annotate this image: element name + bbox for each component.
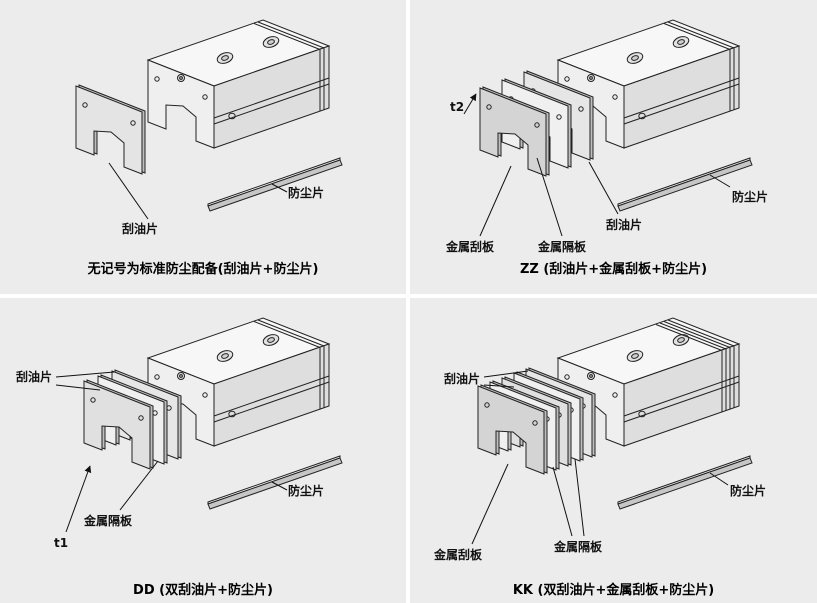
dust-plate-label: 防尘片 xyxy=(288,484,325,498)
caption-zz: ZZ (刮油片+金属刮板+防尘片) xyxy=(519,262,708,277)
oil-wiper-label: 刮油片 xyxy=(606,218,643,232)
oil-wiper-label: 刮油片 xyxy=(444,372,481,386)
lm-block xyxy=(147,19,330,149)
standard-diagram xyxy=(75,19,343,220)
metal-scraper-label: 金属刮板 xyxy=(434,548,483,562)
leader-line xyxy=(709,472,729,486)
end-plate-stack-line xyxy=(655,324,723,412)
leader-line xyxy=(55,371,115,378)
leader-line xyxy=(552,466,573,537)
caption-dd: DD (双刮油片+防尘片) xyxy=(133,583,273,598)
kk-diagram xyxy=(471,317,753,545)
oil-wiper-label: 刮油片 xyxy=(16,370,53,384)
leader-line xyxy=(574,458,585,537)
dust-plate-label: 防尘片 xyxy=(288,186,325,200)
leader-line xyxy=(55,384,101,391)
oil-wiper-label: 刮油片 xyxy=(122,222,159,236)
metal-spacer-label: 金属隔板 xyxy=(84,514,133,528)
leader-line xyxy=(271,481,288,491)
oil-wiper-plate xyxy=(75,84,146,175)
quadrant-kk: 刮油片 金属刮板 金属隔板 防尘片 KK (双刮油片+金属刮板+防尘片) xyxy=(410,298,817,603)
leader-line xyxy=(108,162,149,220)
dust-plate-label: 防尘片 xyxy=(730,484,767,498)
leader-line xyxy=(536,157,563,237)
leader-line xyxy=(588,161,619,215)
leader-line xyxy=(483,370,529,378)
caption-kk: KK (双刮油片+金属刮板+防尘片) xyxy=(512,583,715,598)
quadrant-standard: 刮油片 防尘片 无记号为标准防尘配备(刮油片+防尘片) xyxy=(0,0,406,294)
metal-spacer-label: 金属隔板 xyxy=(554,540,603,554)
metal-scraper-label: 金属刮板 xyxy=(446,240,495,254)
t2-dimension-line xyxy=(463,93,477,115)
leader-line xyxy=(471,463,509,545)
leader-line xyxy=(709,174,731,188)
caption-standard: 无记号为标准防尘配备(刮油片+防尘片) xyxy=(87,262,319,277)
leader-line xyxy=(483,384,515,388)
leader-line xyxy=(271,183,288,193)
t1-dimension-line xyxy=(65,465,92,533)
leader-line xyxy=(479,165,512,237)
end-plate-stack-line xyxy=(659,322,727,410)
quadrant-zz: t2 金属刮板 金属隔板 刮油片 防尘片 ZZ (刮油片+金属刮板+防尘片) xyxy=(410,0,817,294)
t2-dimension-label: t2 xyxy=(450,100,465,114)
leader-line xyxy=(119,460,159,511)
dust-plate-label: 防尘片 xyxy=(732,190,769,204)
metal-spacer-label: 金属隔板 xyxy=(538,240,587,254)
dd-diagram xyxy=(55,317,343,533)
quadrant-dd: 刮油片 金属隔板 t1 防尘片 DD (双刮油片+防尘片) xyxy=(0,298,406,603)
zz-diagram xyxy=(463,19,753,237)
t1-dimension-label: t1 xyxy=(54,536,69,550)
